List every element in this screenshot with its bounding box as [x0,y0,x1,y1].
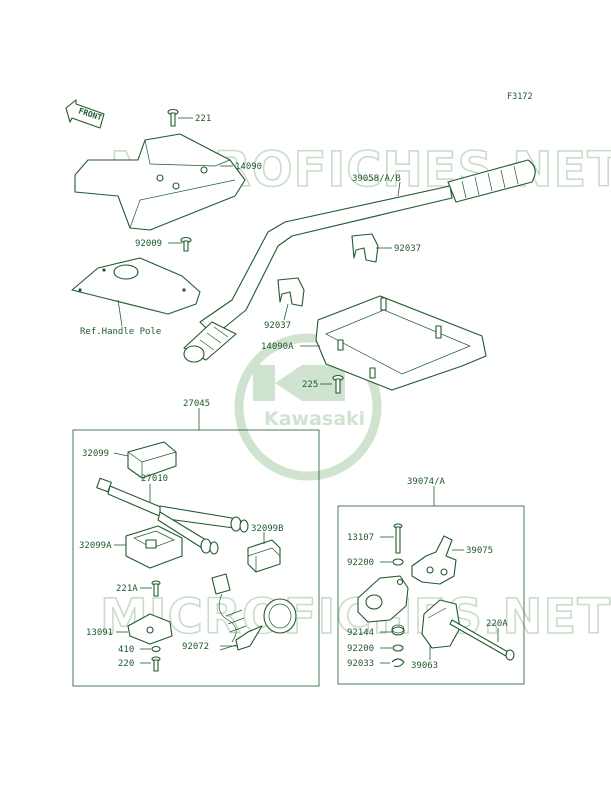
callout-92200-bottom: 92200 [347,644,374,654]
callout-32099B: 32099B [251,524,284,534]
lower-cover-14090A [315,295,487,391]
screw-221 [167,108,179,127]
callout-92200-top: 92200 [347,558,374,568]
callout-221A: 221A [116,584,138,594]
clamp-92037-left [277,277,305,307]
throttle-housing [357,575,409,623]
washer-92200-bottom [392,644,404,652]
handlebar-39058 [183,159,536,363]
ref-handle-pole: Ref.Handle Pole [80,327,161,337]
callout-14090: 14090 [235,162,262,172]
washer-92200-top [392,558,404,566]
housing-32099A [125,525,183,569]
callout-27045: 27045 [183,399,210,409]
callout-32099: 32099 [82,449,109,459]
callout-32099A: 32099A [79,541,112,551]
callout-92009: 92009 [135,239,162,249]
callout-13091: 13091 [86,628,113,638]
watermark-logo: Kawasaki [234,333,382,481]
pin-13107 [393,523,403,554]
handle-cover-14090 [74,133,246,231]
callout-410: 410 [118,645,134,655]
group-box-39074 [337,505,525,685]
callout-39075: 39075 [466,546,493,556]
plate-13091 [127,613,173,645]
watermark-brand: Kawasaki [264,408,365,430]
callout-92037-right: 92037 [394,244,421,254]
lanyard-clip [211,573,247,643]
callout-13107: 13107 [347,533,374,543]
washer-410 [151,645,161,653]
callout-220: 220 [118,659,134,669]
callout-220A: 220A [486,619,508,629]
grommet-32099B [247,539,281,573]
throttle-lever-39063 [421,599,461,649]
bolt-220A [449,619,515,661]
bolt-220 [151,656,161,672]
lever-39075 [411,535,457,585]
callout-39058: 39058/A/B [352,174,401,184]
front-arrow: FRONT [65,99,105,129]
screw-225 [332,374,344,394]
callout-92144: 92144 [347,628,374,638]
group-box-27045 [72,429,320,687]
switch-cover-32099 [127,441,177,479]
callout-27010: 27010 [141,474,168,484]
figure-code: F3172 [507,92,533,102]
clamp-92072 [219,598,297,651]
spring-92144 [391,624,405,636]
screw-221A [151,580,161,597]
callout-221: 221 [195,114,211,124]
screw-92009 [180,236,192,252]
callout-225: 225 [302,380,318,390]
callout-92033: 92033 [347,659,374,669]
callout-14090A: 14090A [261,342,294,352]
callout-92037-left: 92037 [264,321,291,331]
watermark-site-bottom: MICROFICHES.NET [100,589,611,645]
clamp-92037-right [351,233,379,263]
switch-harness-27010 [96,477,249,555]
clip-92033 [391,658,405,668]
callout-39063: 39063 [411,661,438,671]
callout-92072: 92072 [182,642,209,652]
handle-pole-bracket [71,257,201,315]
callout-39074: 39074/A [407,477,446,487]
